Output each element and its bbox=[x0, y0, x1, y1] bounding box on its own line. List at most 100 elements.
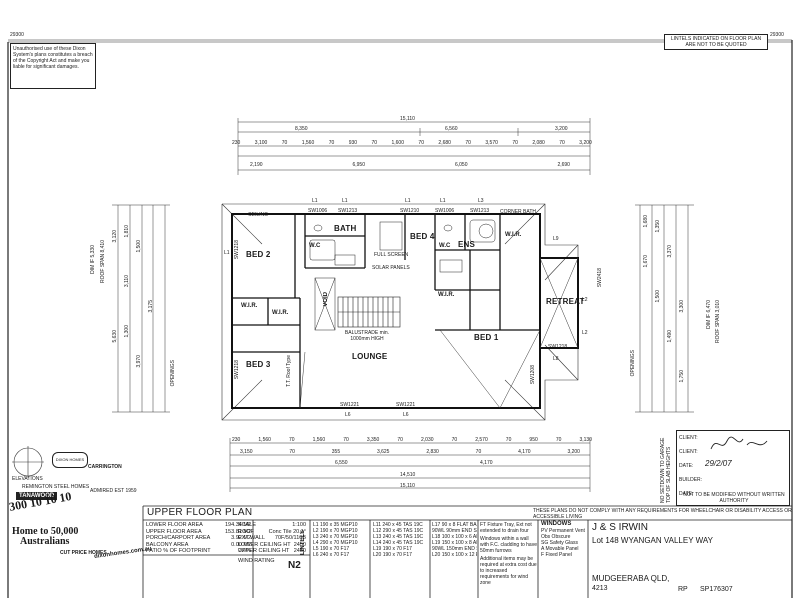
dixon-badge: DIXON HOMES bbox=[52, 452, 88, 468]
plan-ref-label: RP bbox=[678, 586, 688, 593]
lintel-label-3: L1 bbox=[440, 198, 446, 204]
dim-left-2: 1,810 bbox=[124, 225, 130, 238]
dim-bottom-row1-0: 230 bbox=[232, 437, 241, 443]
area-label: PATIO % OF FOOTPRINT bbox=[146, 548, 211, 554]
lintels-heading: LINTELS bbox=[300, 530, 306, 555]
spec-value: Conc Tile 20.1° bbox=[268, 528, 306, 535]
lintel-spec: L13 240 x 45 TAS 19C bbox=[373, 534, 424, 540]
dim-right-label-2: OPENINGS bbox=[630, 350, 636, 377]
australians-label: Australians bbox=[20, 536, 70, 547]
dim-left-label-0: DIM IF 5,330 bbox=[90, 245, 96, 274]
dim-bottom-row1-4: 70 bbox=[343, 437, 349, 443]
dim-left-label-1: ROOF SPAN 8,410 bbox=[100, 240, 106, 283]
client-name: J & S IRWIN bbox=[592, 522, 648, 533]
note-corner-bath: CORNER BATH bbox=[500, 209, 537, 215]
area-value: 3.92 M2 bbox=[231, 535, 251, 541]
note-item: Windows within a wall with F.C. cladding… bbox=[480, 536, 537, 554]
spec-value: 2450 bbox=[293, 541, 306, 548]
dim-top-row2-3: 1,560 bbox=[301, 140, 315, 146]
window-label-1: SW1213 bbox=[338, 208, 358, 214]
lintel-label-2: L1 bbox=[405, 198, 411, 204]
dim-bottom-row2-0: 3,150 bbox=[240, 449, 253, 455]
copyright-notice: Unauthorised use of these Dixon System's… bbox=[10, 43, 96, 89]
postcode: 4213 bbox=[592, 585, 608, 592]
dim-top-row2-2: 70 bbox=[281, 140, 288, 146]
brand-left: TANAWOOD bbox=[16, 492, 58, 500]
dim-top-row2-13: 2,080 bbox=[532, 140, 545, 146]
room-wir2: W.I.R. bbox=[272, 310, 289, 316]
dim-top-row3-0: 2,190 bbox=[250, 162, 263, 168]
wind-rating-label: WIND RATING bbox=[238, 558, 275, 564]
dim-bottom-row1-6: 70 bbox=[397, 437, 403, 443]
spec-value: 1:100 bbox=[292, 522, 306, 528]
dim-bottom-row2-4: 2,830 bbox=[426, 449, 439, 455]
branding-block: ELEVATIONS DIXON HOMES REMINGTON STEEL H… bbox=[8, 440, 152, 598]
date2-label: DATE: bbox=[679, 491, 694, 497]
dim-top-row2-9: 2,680 bbox=[438, 140, 451, 146]
lintel-label-10: L2 bbox=[582, 330, 588, 336]
dim-bottom-total: 15,110 bbox=[400, 483, 415, 489]
dim-bottom-row2-7: 3,200 bbox=[567, 449, 580, 455]
lintel-spec: 90WL 150mm END SUPPORT bbox=[432, 546, 477, 552]
window-legend-item: F Fixed Panel bbox=[541, 552, 572, 558]
suburb: MUDGEERABA QLD, bbox=[592, 574, 670, 583]
window-label-7: SW1221 bbox=[396, 402, 416, 408]
modify-note: NOT TO BE MODIFIED WITHOUT WRITTEN AUTHO… bbox=[683, 492, 785, 504]
window-label-8: SW1218 bbox=[548, 344, 568, 350]
spec-label: ROOF bbox=[238, 528, 254, 535]
dim-right-7: 1,750 bbox=[679, 370, 685, 383]
dim-bottom-row1-9: 2,570 bbox=[475, 437, 488, 443]
dim-top-row2-7: 1,600 bbox=[391, 140, 404, 146]
room-wc1: W.C bbox=[309, 243, 321, 249]
area-label: PORCH/CARPORT AREA bbox=[146, 535, 211, 541]
dim-top-row3-2: 6,050 bbox=[454, 162, 468, 168]
spec-label: EXT WALL bbox=[238, 535, 265, 541]
lintels-col3: L17 90 x 8 FLAT BAR 90WL 90mm END SUPPOR… bbox=[432, 522, 477, 558]
dim-top-row3-1: 6,950 bbox=[352, 162, 365, 168]
dim-top-row1-1: 6,560 bbox=[445, 126, 458, 132]
cut-price-label: CUT PRICE HOMES bbox=[60, 550, 107, 556]
area-row: PORCH/CARPORT AREA 3.92 M2 bbox=[146, 535, 251, 542]
dim-top-row2-10: 70 bbox=[465, 140, 471, 146]
area-label: BALCONY AREA bbox=[146, 541, 189, 548]
dim-left-0: 3,120 bbox=[112, 230, 118, 243]
dim-bottom-row1-7: 2,030 bbox=[421, 437, 434, 443]
dim-bottom-row1-13: 3,130 bbox=[579, 437, 592, 443]
dim-top-row2-0: 230 bbox=[232, 140, 241, 146]
area-value: 153.81 M2 bbox=[225, 528, 251, 535]
lintel-label-0: L1 bbox=[312, 198, 318, 204]
dim-right-4: 3,370 bbox=[667, 245, 673, 258]
dim-left-6: 3,970 bbox=[136, 355, 142, 368]
lintel-label-9: L2 bbox=[582, 297, 588, 303]
builder-label: BUILDER: bbox=[679, 477, 703, 483]
dim-right-0: 1,680 bbox=[643, 215, 649, 228]
dim-top-row2-15: 3,200 bbox=[579, 140, 592, 146]
dim-right-2: 1,350 bbox=[655, 220, 661, 233]
window-label-10: SW1218 bbox=[234, 360, 240, 380]
lintel-label-1: L1 bbox=[342, 198, 348, 204]
dim-left-label-2: OPENINGS bbox=[170, 360, 176, 387]
wind-rating-value: N2 bbox=[288, 560, 301, 571]
dim-left-3: 3,110 bbox=[124, 275, 130, 288]
room-retreat: RETREAT bbox=[546, 297, 585, 306]
sheet-ref-left: 29300 bbox=[10, 32, 24, 38]
window-label-11: SW1208 bbox=[530, 365, 536, 385]
elevations-label: ELEVATIONS bbox=[12, 476, 43, 482]
window-label-0: SW1006 bbox=[308, 208, 328, 214]
lintel-label-7: L8 bbox=[553, 356, 559, 362]
carrington-label: CARRINGTON bbox=[88, 464, 122, 470]
lintel-spec: L3 240 x 70 MGP10 bbox=[313, 534, 358, 540]
lintel-spec: L18 100 x 100 x 6 ANGLE bbox=[432, 534, 477, 540]
window-legend-item: PV Permanent Vent bbox=[541, 528, 585, 534]
area-value: 194.34 M2 bbox=[225, 522, 251, 528]
lintel-label-8: L9 bbox=[553, 236, 559, 242]
dim-bottom-row1: 230 1,560 70 1,560 70 3,350 70 2,030 70 … bbox=[232, 437, 592, 443]
home-to-label: Home to 50,000 bbox=[12, 526, 79, 537]
spec-label: UPPER CEILING HT bbox=[238, 548, 290, 554]
